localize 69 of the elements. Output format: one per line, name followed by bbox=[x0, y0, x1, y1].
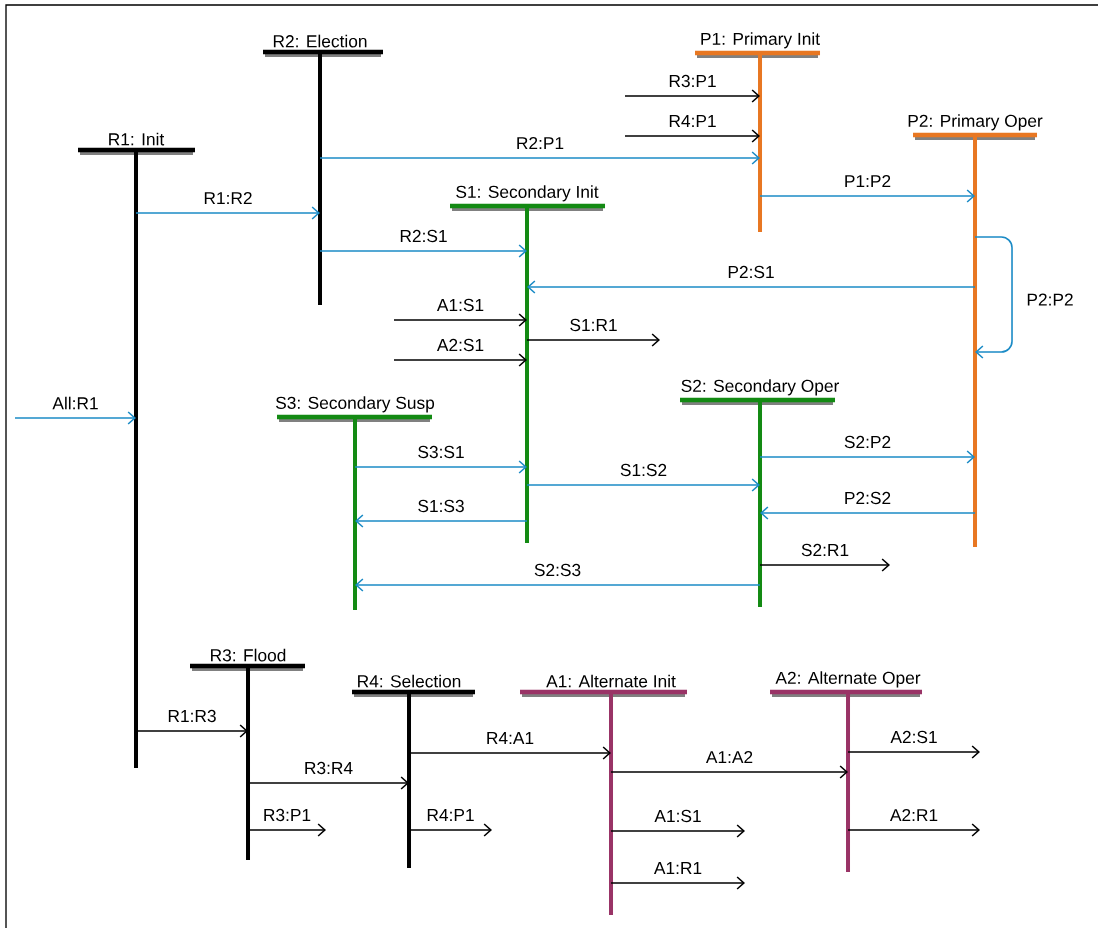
arrow bbox=[247, 776, 409, 790]
arrow bbox=[526, 478, 760, 492]
edge-label: P2:S2 bbox=[842, 490, 893, 506]
arrow bbox=[624, 129, 760, 143]
arrow bbox=[135, 206, 320, 220]
edge-label: A1:R1 bbox=[652, 860, 704, 876]
arrow bbox=[393, 313, 527, 327]
arrow bbox=[610, 876, 745, 890]
edge-label: A1:A2 bbox=[704, 749, 755, 765]
edge-label: All:R1 bbox=[51, 395, 100, 411]
edge-label: R2:P1 bbox=[514, 135, 566, 151]
edge-label: R4:P1 bbox=[667, 113, 718, 129]
lifeline-heading: P2: Primary Oper bbox=[908, 114, 1043, 131]
arrow bbox=[759, 558, 890, 572]
arrow bbox=[319, 244, 527, 258]
arrow bbox=[527, 280, 976, 294]
lifeline-heading: R4: Selection bbox=[358, 674, 461, 688]
arrow bbox=[408, 823, 492, 837]
arrow bbox=[974, 236, 1013, 359]
edge-label: S3:S1 bbox=[416, 444, 466, 460]
arrow bbox=[610, 765, 848, 779]
arrow bbox=[355, 514, 528, 528]
edge-label: P1:P2 bbox=[842, 173, 893, 189]
arrow bbox=[760, 506, 976, 520]
edge-label: A2:S1 bbox=[435, 337, 486, 353]
arrow bbox=[354, 460, 527, 474]
arrow bbox=[319, 151, 760, 165]
arrow bbox=[408, 746, 611, 760]
edge-label: R3:P1 bbox=[667, 73, 718, 89]
arrow bbox=[759, 189, 975, 203]
edge-label: R4:P1 bbox=[425, 807, 476, 823]
lifeline-heading: R1: Init bbox=[109, 132, 165, 146]
edge-label: P2:P2 bbox=[1025, 292, 1075, 307]
edge-label: A1:S1 bbox=[435, 297, 486, 313]
edge-label: S2:R1 bbox=[799, 542, 851, 558]
arrow bbox=[610, 824, 745, 838]
edge-label: A1:S1 bbox=[653, 808, 703, 824]
edge-label: A2:S1 bbox=[889, 729, 939, 745]
arrow bbox=[135, 724, 248, 738]
edge-label: S1:R1 bbox=[568, 317, 619, 333]
edge-label: S1:S3 bbox=[416, 498, 466, 514]
edge-label: P2:S1 bbox=[726, 264, 776, 280]
edge-label: A2:R1 bbox=[888, 807, 940, 823]
lifeline-heading: P1: Primary Init bbox=[701, 32, 820, 49]
lifeline-heading: S2: Secondary Oper bbox=[681, 379, 839, 396]
lifeline-heading: S3: Secondary Susp bbox=[276, 396, 435, 413]
arrow bbox=[393, 353, 527, 367]
arrow bbox=[355, 578, 761, 592]
edge-label: R1:R3 bbox=[166, 708, 218, 724]
lifeline-heading: R3: Flood bbox=[211, 648, 286, 662]
lifeline-heading: A2: Alternate Oper bbox=[775, 671, 921, 688]
edge-label: R3:R4 bbox=[302, 760, 355, 776]
arrow bbox=[247, 823, 326, 837]
edge-label: S2:P2 bbox=[842, 434, 893, 450]
arrow bbox=[759, 450, 975, 464]
arrow bbox=[526, 333, 660, 347]
arrow bbox=[624, 89, 760, 103]
lifeline-heading: S1: Secondary Init bbox=[456, 185, 599, 202]
edge-label: R4:A1 bbox=[484, 730, 536, 746]
lifeline-heading: R2: Election bbox=[273, 34, 367, 48]
edge-label: R3:P1 bbox=[261, 807, 313, 823]
arrow bbox=[847, 823, 980, 837]
edge-label: R2:S1 bbox=[398, 228, 449, 244]
arrow bbox=[847, 745, 980, 759]
edge-label: R1:R2 bbox=[202, 190, 254, 206]
edge-label: S2:S3 bbox=[532, 562, 583, 578]
arrow bbox=[14, 411, 136, 425]
edge-label: S1:S2 bbox=[618, 462, 669, 478]
lifeline-heading: A1: Alternate Init bbox=[546, 674, 676, 688]
